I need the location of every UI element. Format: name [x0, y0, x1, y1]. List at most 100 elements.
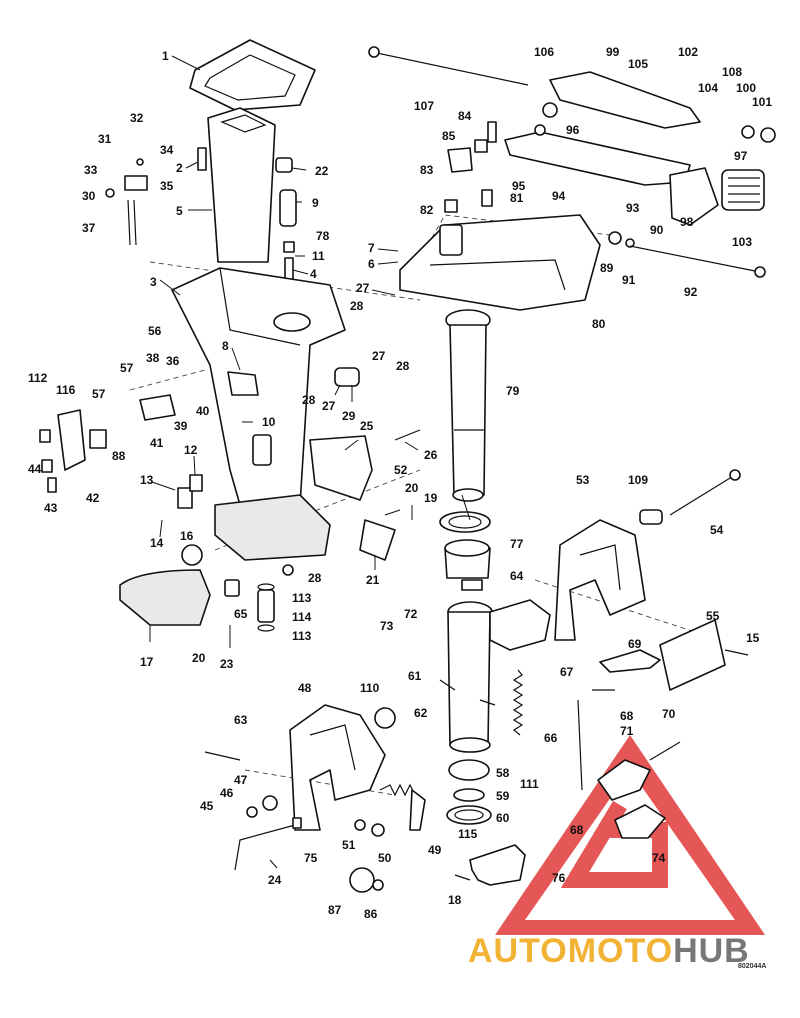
callout-26: 26: [424, 448, 438, 462]
callout-39: 39: [174, 419, 188, 433]
callout-33: 33: [84, 163, 98, 177]
callout-14: 14: [150, 536, 164, 550]
callout-107: 107: [414, 99, 434, 113]
callout-86: 86: [364, 907, 378, 921]
callout-104: 104: [698, 81, 718, 95]
callout-81: 81: [510, 191, 524, 205]
callout-91: 91: [622, 273, 636, 287]
callout-41: 41: [150, 436, 164, 450]
callout-97: 97: [734, 149, 748, 163]
part-5-exhaust-housing: [207, 107, 276, 263]
callout-112: 112: [28, 371, 48, 385]
callout-116: 116: [56, 383, 76, 397]
callout-labels: 1 2 3 4 5 6 7 8 9 10 11 12 13 14 15 16 1…: [28, 45, 772, 921]
callout-22: 22: [315, 164, 329, 178]
callout-5: 5: [176, 204, 183, 218]
callout-78: 78: [316, 229, 330, 243]
callout-23: 23: [220, 657, 234, 671]
callout-46: 46: [220, 786, 234, 800]
callout-76: 76: [552, 871, 566, 885]
callout-8: 8: [222, 339, 229, 353]
callout-113a: 113: [292, 591, 312, 605]
callout-110: 110: [360, 681, 380, 695]
callout-80: 80: [592, 317, 606, 331]
callout-21: 21: [366, 573, 380, 587]
callout-11: 11: [312, 249, 325, 263]
callout-28c: 28: [302, 393, 316, 407]
part-17-cavitation-plate: [119, 569, 211, 626]
part-79-swivel-tube: [445, 309, 491, 502]
callout-75: 75: [304, 851, 318, 865]
callout-79: 79: [506, 384, 520, 398]
callout-109: 109: [628, 473, 648, 487]
callout-9: 9: [312, 196, 319, 210]
callout-85: 85: [442, 129, 456, 143]
callout-73: 73: [380, 619, 394, 633]
part-80-swivel-bracket: [399, 214, 766, 311]
callout-69: 69: [628, 637, 642, 651]
callout-20a: 20: [405, 481, 419, 495]
callout-56: 56: [148, 324, 162, 338]
callout-16: 16: [180, 529, 194, 543]
callout-2: 2: [176, 161, 183, 175]
callout-17: 17: [140, 655, 154, 669]
callout-100: 100: [736, 81, 756, 95]
callout-113b: 113: [292, 629, 312, 643]
callout-59: 59: [496, 789, 510, 803]
callout-43: 43: [44, 501, 58, 515]
callout-84: 84: [458, 109, 472, 123]
callout-13: 13: [140, 473, 154, 487]
part-77-bushings: [439, 511, 491, 591]
part-61-swivel-housing: [439, 599, 551, 753]
part-53-clamp-bracket: [554, 469, 741, 641]
callout-95: 95: [512, 179, 526, 193]
callout-28b: 28: [396, 359, 410, 373]
callout-77: 77: [510, 537, 524, 551]
callout-103: 103: [732, 235, 752, 249]
callout-29: 29: [342, 409, 356, 423]
callout-98: 98: [680, 215, 694, 229]
callout-37: 37: [82, 221, 96, 235]
watermark-part-2: HUB: [673, 932, 750, 970]
part-25-bracket-and-29-spring: [309, 367, 421, 561]
tilt-lock-parts: [577, 649, 681, 839]
callout-18: 18: [448, 893, 462, 907]
callout-42: 42: [86, 491, 100, 505]
callout-44: 44: [28, 462, 42, 476]
callout-28a: 28: [350, 299, 364, 313]
callout-96: 96: [566, 123, 580, 137]
callout-49: 49: [428, 843, 442, 857]
callout-114: 114: [292, 610, 312, 624]
callout-89: 89: [600, 261, 614, 275]
callout-48: 48: [298, 681, 312, 695]
callout-27a: 27: [356, 281, 370, 295]
callout-106: 106: [534, 45, 554, 59]
callout-62: 62: [414, 706, 428, 720]
callout-111: 111: [520, 777, 539, 791]
watermark-part-1: AUTOMOTO: [468, 932, 674, 970]
callout-63: 63: [234, 713, 248, 727]
callout-102: 102: [678, 45, 698, 59]
callout-108: 108: [722, 65, 742, 79]
callout-66: 66: [544, 731, 558, 745]
callout-7: 7: [368, 241, 375, 255]
callout-99: 99: [606, 45, 620, 59]
parts-58-60-rings: [446, 759, 492, 825]
callout-67: 67: [560, 665, 574, 679]
callout-71: 71: [620, 724, 634, 738]
callout-61: 61: [408, 669, 422, 683]
left-small-parts: [39, 371, 294, 632]
callout-94: 94: [552, 189, 566, 203]
callout-101: 101: [752, 95, 772, 109]
callout-12: 12: [184, 443, 198, 457]
callout-65: 65: [234, 607, 248, 621]
callout-68a: 68: [620, 709, 634, 723]
callout-72: 72: [404, 607, 418, 621]
callout-54: 54: [710, 523, 724, 537]
callout-15: 15: [746, 631, 760, 645]
callout-57b: 57: [92, 387, 106, 401]
part-1-gasket: [189, 39, 316, 111]
callout-51: 51: [342, 838, 356, 852]
callout-82: 82: [420, 203, 434, 217]
part-111-spring: [512, 669, 524, 736]
